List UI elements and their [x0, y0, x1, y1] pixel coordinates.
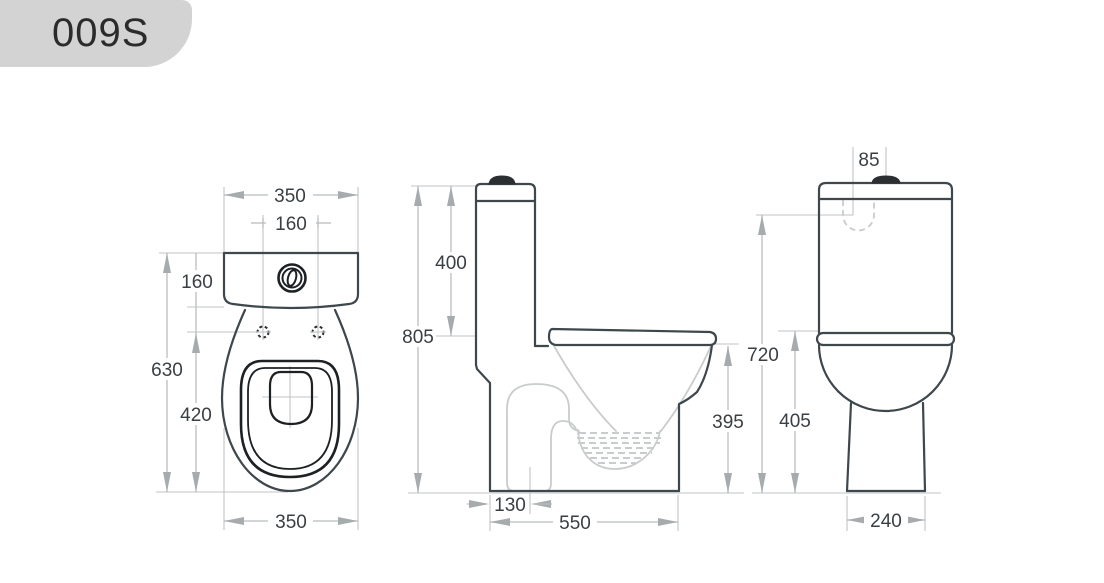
svg-text:350: 350: [275, 512, 307, 533]
svg-text:160: 160: [275, 214, 307, 235]
bolt-hole-right: [310, 324, 326, 340]
dim-top-bowl-length: 420: [178, 403, 215, 426]
bowl-outline-rear: [817, 343, 954, 413]
bowl-outline-side: [474, 343, 714, 493]
model-tab: 009S: [0, 0, 192, 67]
flush-button-rear-icon: [871, 175, 901, 184]
svg-text:130: 130: [494, 495, 526, 516]
svg-text:550: 550: [559, 513, 591, 534]
svg-text:405: 405: [779, 411, 811, 432]
bowl-outline-top: [220, 308, 360, 493]
flush-button-top-icon: [277, 263, 307, 293]
rear-view-extension-lines: [752, 147, 941, 531]
dim-top-tank-depth: 160: [179, 253, 215, 492]
svg-text:420: 420: [180, 405, 212, 426]
rear-view: 85 720 405 240: [744, 147, 956, 532]
svg-text:805: 805: [402, 327, 434, 348]
seat-band-rear: [815, 331, 956, 347]
model-number: 009S: [52, 11, 150, 55]
seat-ring-outer: [239, 359, 341, 479]
dim-top-bowl-width: 350: [224, 511, 358, 533]
svg-text:240: 240: [870, 511, 902, 532]
dim-side-total-height: 805: [400, 186, 436, 493]
bolt-hole-left: [255, 324, 271, 340]
side-view-extension-lines: [408, 185, 744, 531]
svg-text:630: 630: [151, 360, 183, 381]
dim-top-total-depth: 630: [149, 253, 185, 492]
svg-text:350: 350: [274, 186, 306, 207]
dim-side-rim-height: 395: [710, 346, 747, 493]
dim-side-outlet-offset: 130: [467, 495, 552, 516]
dim-rear-base-width: 240: [847, 510, 925, 532]
dim-rear-inlet-height: 720: [744, 215, 781, 493]
svg-text:400: 400: [435, 253, 467, 274]
trap-outline: [506, 383, 580, 492]
seat-side: [547, 327, 718, 347]
dim-rear-button-offset: 85: [858, 150, 879, 171]
dim-top-tank-width: 350: [224, 185, 358, 207]
tank-outline-rear: [817, 181, 954, 335]
water-spot: [268, 370, 314, 426]
pedestal-rear: [845, 401, 927, 493]
top-view: 350 160 630: [149, 185, 360, 533]
svg-text:85: 85: [858, 150, 879, 171]
tank-outline-side: [474, 182, 550, 367]
dim-top-bolt-spacing: 160: [251, 214, 331, 235]
dim-side-total-depth: 550: [490, 512, 678, 534]
seat-ring-inner: [247, 367, 333, 470]
flush-button-side-icon: [488, 175, 516, 185]
dim-side-tank-height: 400: [433, 186, 469, 336]
water-sump: [577, 429, 661, 470]
crosshair: [262, 366, 318, 428]
tank-outline-top: [222, 251, 360, 310]
svg-text:395: 395: [712, 412, 744, 433]
svg-text:720: 720: [747, 345, 779, 366]
bowl-funnel-hidden: [553, 345, 712, 432]
water-level-dashes: [577, 432, 661, 464]
side-view: 805 400 395 130: [400, 175, 747, 534]
svg-text:160: 160: [181, 272, 213, 293]
dim-rear-rim-height: 405: [777, 331, 814, 493]
